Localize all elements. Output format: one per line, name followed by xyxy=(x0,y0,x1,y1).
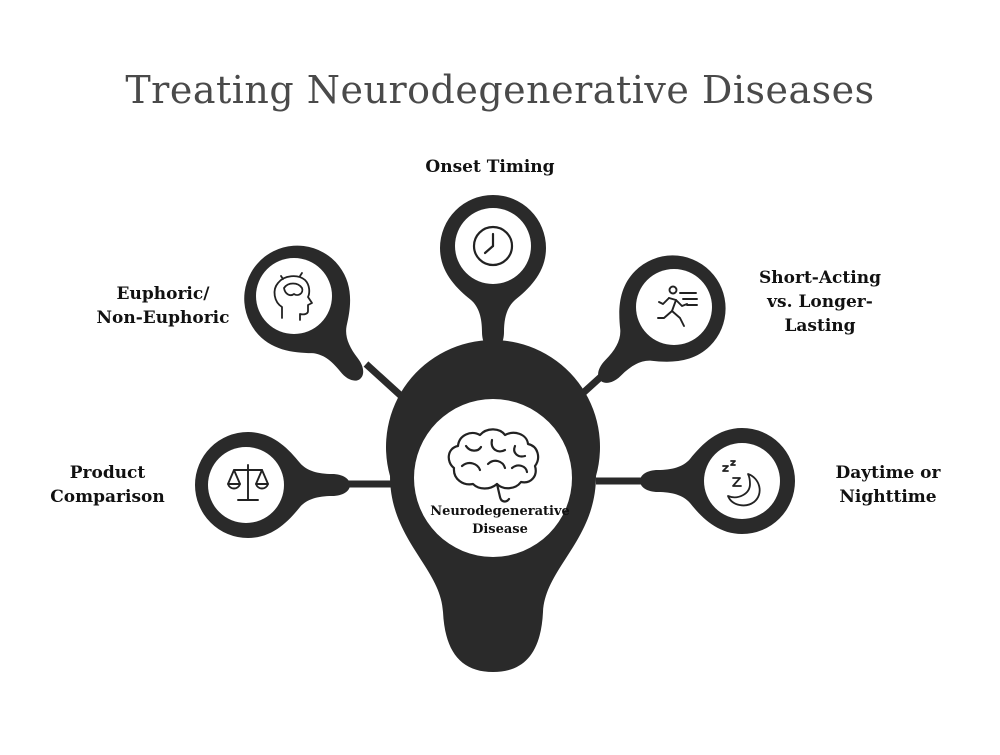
label-short-acting: Short-Acting vs. Longer- Lasting xyxy=(759,268,881,336)
node-product-comparison xyxy=(195,432,350,538)
center-node xyxy=(385,340,600,672)
label-daytime: Daytime or Nighttime xyxy=(835,463,941,507)
clock-icon xyxy=(472,225,514,267)
scales-icon xyxy=(227,464,269,501)
center-node-label: Neurodegenerative Disease xyxy=(430,504,570,537)
running-person-icon xyxy=(657,285,698,327)
center-node-inner xyxy=(414,399,572,557)
brain-icon xyxy=(447,428,540,503)
label-onset-timing: Onset Timing xyxy=(425,157,555,177)
diagram-title: Treating Neurodegenerative Diseases xyxy=(125,68,875,112)
head-brain-icon xyxy=(273,272,313,321)
node-onset-timing xyxy=(440,195,546,350)
node-daytime xyxy=(640,428,795,534)
label-product-comparison: Product Comparison xyxy=(50,463,165,507)
label-euphoric: Euphoric/ Non-Euphoric xyxy=(96,284,230,328)
node-short-acting xyxy=(598,255,726,383)
node-euphoric xyxy=(244,245,364,381)
moon-sleep-icon xyxy=(722,460,761,507)
